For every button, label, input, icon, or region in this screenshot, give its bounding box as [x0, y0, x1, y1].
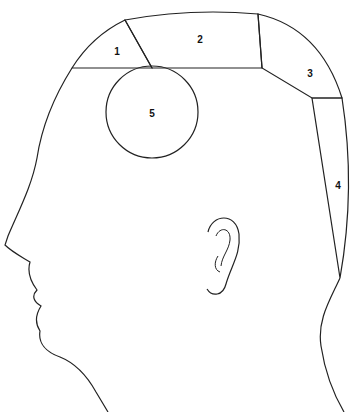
region-border: [312, 98, 349, 278]
callout-number: 5: [149, 109, 155, 119]
scalp-region: 3: [254, 10, 346, 102]
face-profile: [5, 68, 108, 412]
callout-number: 4: [335, 181, 341, 191]
callout-number: 1: [114, 47, 120, 57]
region-border: [72, 20, 152, 68]
region-border: [106, 66, 198, 158]
region-outline: [68, 16, 156, 72]
callout-number: 3: [307, 69, 313, 79]
region-outline: [121, 8, 266, 72]
scalp-region: 2: [121, 8, 266, 72]
region-border: [258, 14, 342, 98]
region-border: [125, 12, 262, 68]
region-circle: 5: [104, 64, 200, 160]
back-of-neck: [320, 278, 344, 412]
region-outline: [254, 10, 346, 102]
ear-inner: [215, 230, 230, 272]
region-outline: [308, 94, 358, 282]
scalp-region: 1: [68, 16, 156, 72]
callout-number: 2: [197, 35, 203, 45]
ear: [207, 218, 239, 294]
scalp-region: 4: [308, 94, 358, 282]
